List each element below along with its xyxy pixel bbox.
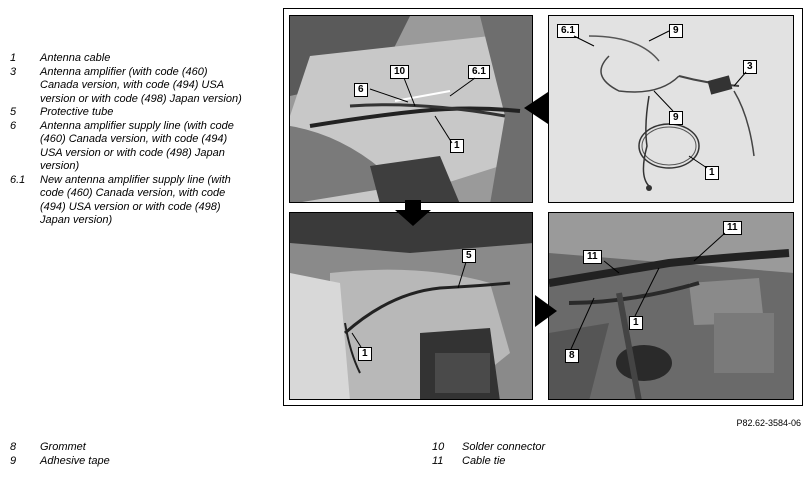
callout-1: 1 xyxy=(705,166,719,180)
legend-text: Cable tie xyxy=(462,454,506,467)
legend-number: 10 xyxy=(432,441,445,453)
legend-text: Antenna amplifier (with code (460) Canad… xyxy=(40,65,242,105)
legend-item-6: 6 Antenna amplifier supply line (with co… xyxy=(10,120,270,174)
legend-item-11: 11 Cable tie xyxy=(432,455,732,469)
legend-text: Antenna amplifier supply line (with code… xyxy=(40,119,234,173)
arrow-down-icon xyxy=(395,200,431,226)
legend-left: 1 Antenna cable 3 Antenna amplifier (wit… xyxy=(10,52,270,228)
callout-10: 10 xyxy=(390,65,410,79)
callout-9: 9 xyxy=(669,24,683,38)
photo-footwell-top-left: 10 6.1 6 1 xyxy=(289,15,533,203)
callout-11: 11 xyxy=(723,221,742,235)
callout-6-1: 6.1 xyxy=(468,65,490,79)
arrow-right-icon xyxy=(535,295,557,327)
callout-1: 1 xyxy=(450,139,464,153)
callout-8: 8 xyxy=(565,349,579,363)
legend-number: 9 xyxy=(10,454,17,467)
legend-item-1: 1 Antenna cable xyxy=(10,52,270,66)
legend-number: 5 xyxy=(10,106,17,118)
figure-reference: P82.62-3584-06 xyxy=(736,418,801,428)
legend-number: 6.1 xyxy=(10,173,26,186)
legend-text: Protective tube xyxy=(40,106,114,118)
legend-item-8: 8 Grommet xyxy=(10,441,310,455)
photo-bl-drawing xyxy=(290,213,532,399)
legend-item-5: 5 Protective tube xyxy=(10,106,270,120)
callout-3: 3 xyxy=(743,60,757,74)
legend-text: Solder connector xyxy=(462,441,546,453)
legend-bottom-right: 10 Solder connector 11 Cable tie xyxy=(432,441,732,468)
legend-item-3: 3 Antenna amplifier (with code (460) Can… xyxy=(10,66,270,107)
legend-text: Grommet xyxy=(40,441,86,453)
legend-number: 11 xyxy=(432,454,444,467)
legend-text: New antenna amplifier supply line (with … xyxy=(40,173,231,227)
callout-1: 1 xyxy=(358,347,372,361)
callout-5: 5 xyxy=(462,249,476,263)
legend-number: 3 xyxy=(10,65,17,78)
callout-9: 9 xyxy=(669,111,683,125)
legend-bottom-left: 8 Grommet 9 Adhesive tape xyxy=(10,441,310,468)
legend-text: Antenna cable xyxy=(40,52,111,64)
legend-number: 1 xyxy=(10,52,17,64)
legend-text: Adhesive tape xyxy=(40,454,110,467)
legend-item-10: 10 Solder connector xyxy=(432,441,732,455)
arrow-left-icon xyxy=(524,92,548,124)
legend-number: 6 xyxy=(10,119,17,132)
callout-6-1: 6.1 xyxy=(557,24,579,38)
callout-1: 1 xyxy=(629,316,643,330)
legend-item-6-1: 6.1 New antenna amplifier supply line (w… xyxy=(10,174,270,228)
photo-footwell-bottom-left: 5 1 xyxy=(289,212,533,400)
figure-frame xyxy=(283,8,803,406)
legend-item-9: 9 Adhesive tape xyxy=(10,455,310,469)
photo-cable-kit: 6.1 9 3 9 1 xyxy=(548,15,794,203)
photo-tr-drawing xyxy=(549,16,793,202)
photo-br-drawing xyxy=(549,213,793,399)
photo-pedal-area: 11 11 1 8 xyxy=(548,212,794,400)
legend-number: 8 xyxy=(10,441,17,453)
callout-11: 11 xyxy=(583,250,602,264)
photo-tl-drawing xyxy=(290,16,532,202)
callout-6: 6 xyxy=(354,83,368,97)
